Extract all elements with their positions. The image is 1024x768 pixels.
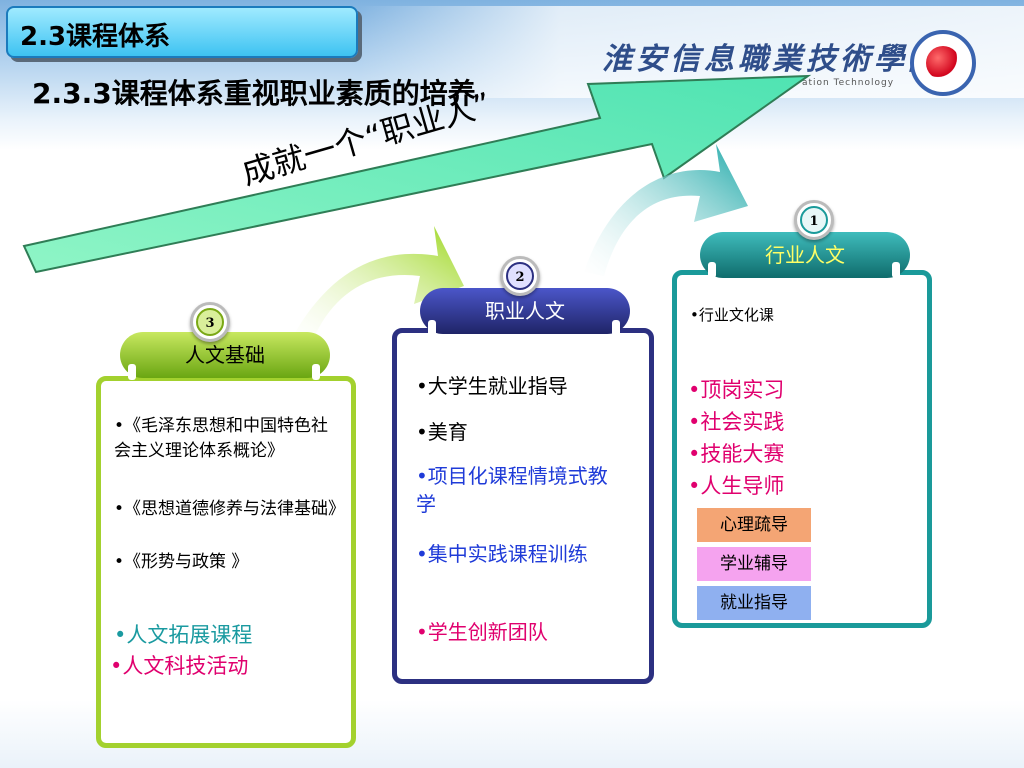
middle-highlight-2: •集中实践课程训练 [416,542,588,566]
school-logo-icon [910,30,976,96]
number-badge-3: 3 [190,302,230,342]
right-item-1: •行业文化课 [690,306,774,324]
right-highlight-4: •人生导师 [688,474,785,498]
box-academic-tutoring: 学业辅导 [697,547,811,581]
school-subtitle: ation Technology [802,78,895,88]
middle-item-2: •美育 [416,420,468,444]
section-title-tag: 2.3课程体系 [6,6,358,58]
number-badge-label: 1 [800,206,828,234]
logo-emblem-icon [926,46,960,80]
right-highlight-1: •顶岗实习 [688,378,785,402]
card-professional-humanities [392,328,654,684]
number-badge-1: 1 [794,200,834,240]
right-highlight-3: •技能大赛 [688,442,785,466]
middle-highlight-1: •项目化课程情境式教学 [416,464,608,516]
number-badge-label: 2 [506,262,534,290]
card-left-title: 人文基础 [120,332,330,378]
pin-icon [612,320,620,336]
section-title: 2.3课程体系 [20,22,171,52]
right-highlight-2: •社会实践 [688,410,785,434]
left-item-1: •《毛泽东思想和中国特色社会主义理论体系概论》 [114,416,329,461]
pin-icon [128,364,136,380]
left-highlight-1: •人文拓展课程 [114,623,253,647]
pin-icon [892,262,900,278]
pin-icon [312,364,320,380]
box-employment-guidance: 就业指导 [697,586,811,620]
school-name: 淮安信息職業技術學院 [602,42,942,77]
box-psychological-counseling: 心理疏导 [697,508,811,542]
left-item-2: •《思想道德修养与法律基础》 [114,499,346,519]
left-highlight-2: •人文科技活动 [110,654,249,678]
number-badge-label: 3 [196,308,224,336]
card-right-title: 行业人文 [700,232,910,278]
card-humanities-basics [96,376,356,748]
card-middle-title: 职业人文 [420,288,630,334]
middle-highlight-3: •学生创新团队 [416,620,548,644]
number-badge-2: 2 [500,256,540,296]
middle-item-1: •大学生就业指导 [416,374,568,398]
left-item-3: •《形势与政策 》 [114,552,249,572]
pin-icon [428,320,436,336]
pin-icon [708,262,716,278]
